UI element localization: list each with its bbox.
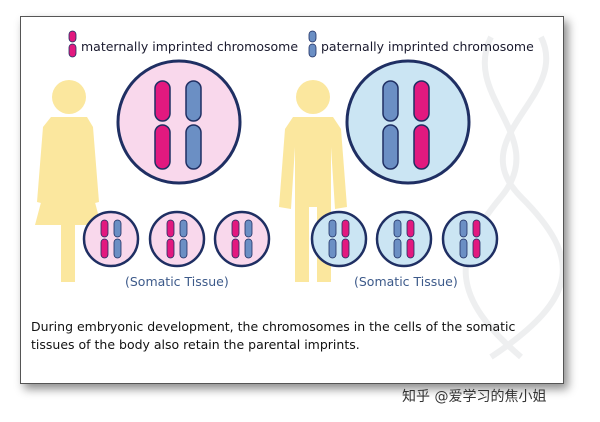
female-somatic-cell bbox=[82, 210, 140, 268]
maternal-chromosome-icon bbox=[68, 30, 77, 58]
female-somatic-cell bbox=[213, 210, 271, 268]
paternal-chromosome-icon bbox=[308, 30, 317, 58]
watermark: 知乎 @爱学习的焦小姐 bbox=[402, 389, 547, 405]
maternal-legend-label: maternally imprinted chromosome bbox=[81, 39, 299, 54]
female-nucleus-large bbox=[116, 59, 242, 185]
paternal-legend-label: paternally imprinted chromosome bbox=[321, 39, 534, 54]
female-somatic-label: (Somatic Tissue) bbox=[125, 274, 229, 289]
female-figure-icon bbox=[35, 80, 101, 282]
male-somatic-cell bbox=[441, 210, 499, 268]
male-somatic-cell bbox=[310, 210, 368, 268]
male-somatic-cell bbox=[375, 210, 433, 268]
male-somatic-label: (Somatic Tissue) bbox=[354, 274, 458, 289]
female-somatic-cell bbox=[148, 210, 206, 268]
male-nucleus-large bbox=[345, 59, 471, 185]
caption-text: During embryonic development, the chromo… bbox=[31, 319, 516, 352]
dna-helix-background bbox=[462, 35, 563, 360]
diagram-canvas bbox=[35, 30, 563, 360]
diagram-frame: maternally imprinted chromosome paternal… bbox=[20, 16, 564, 384]
